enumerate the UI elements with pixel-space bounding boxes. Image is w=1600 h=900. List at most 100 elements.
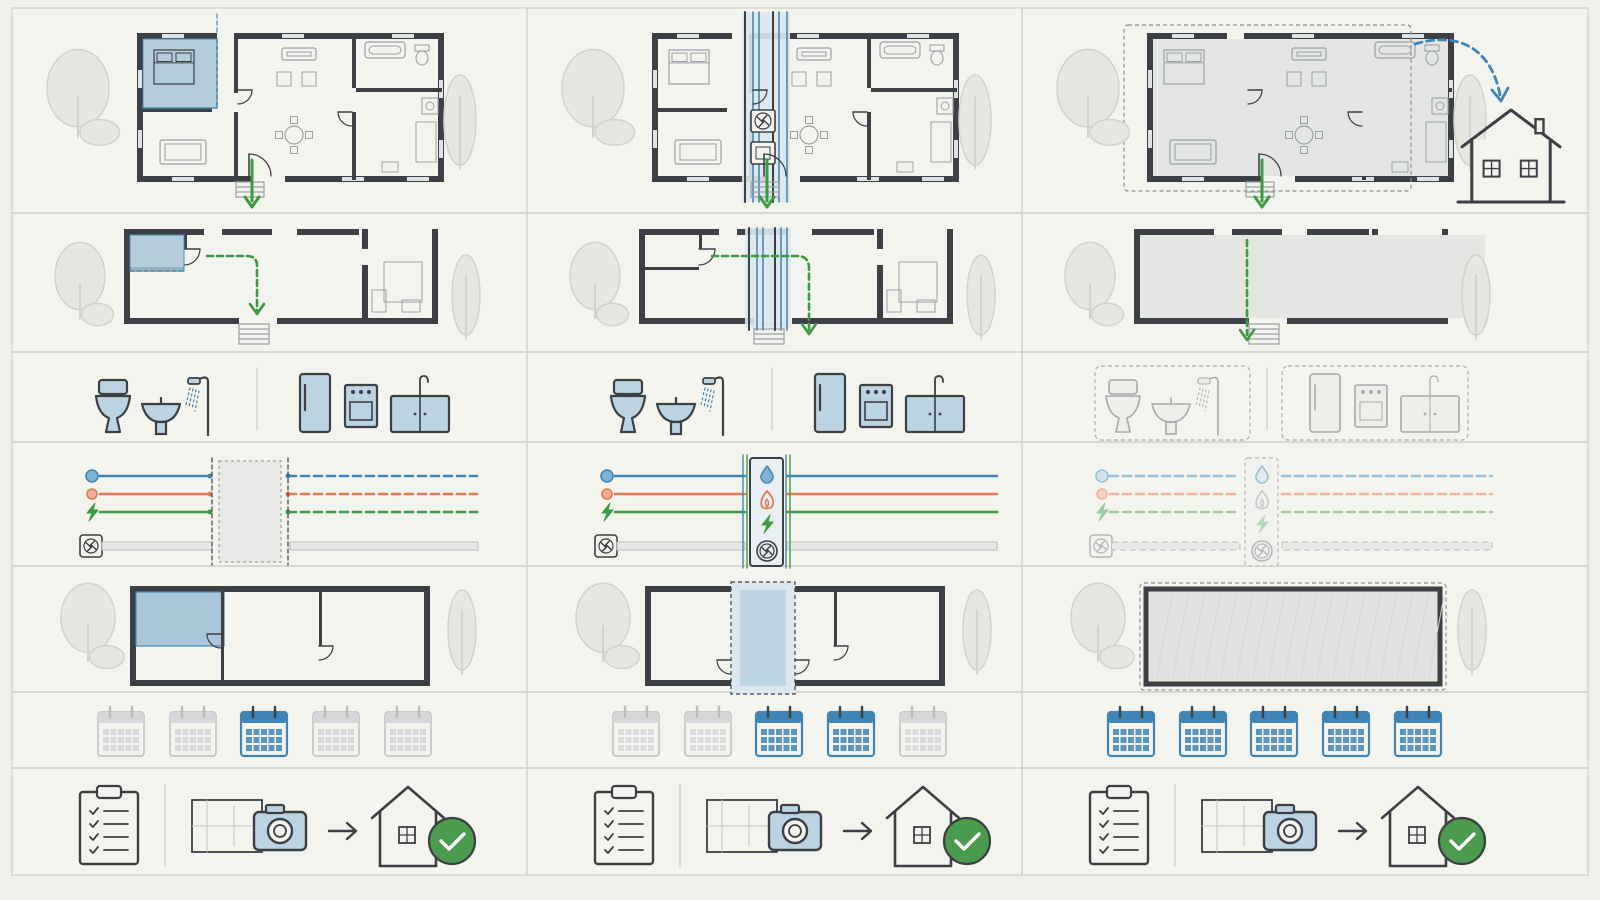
door-swing	[716, 659, 732, 675]
fan-icon	[754, 112, 772, 130]
camera-icon	[1262, 803, 1318, 852]
stove-icon	[858, 383, 894, 429]
tree-icon	[1070, 582, 1135, 670]
tree-icon	[54, 241, 115, 327]
dining-table-icon	[790, 116, 828, 154]
fan-icon	[1254, 543, 1270, 559]
stove-plan-icon	[936, 97, 954, 115]
floor-plan-detail	[561, 11, 992, 209]
door-swing	[337, 111, 353, 127]
utility-lines	[1089, 457, 1494, 567]
tree-icon	[569, 241, 630, 327]
bed-icon	[1163, 49, 1205, 85]
floor-plan-outline	[575, 581, 992, 695]
check-icon	[942, 816, 992, 866]
fan-box	[594, 534, 618, 558]
door-swing	[1347, 111, 1363, 127]
utility-lines	[594, 454, 999, 569]
column-whole-house	[1056, 24, 1566, 868]
stove-plan-icon	[1431, 97, 1449, 115]
fixtures-row	[609, 367, 966, 437]
water-drop-icon	[760, 465, 774, 484]
check-icon	[427, 816, 477, 866]
arrow-right-icon	[842, 821, 873, 841]
schedule-row	[612, 705, 947, 758]
entry-steps	[1245, 181, 1275, 198]
shower-icon	[185, 376, 210, 437]
fan-icon	[598, 538, 614, 554]
door-swing	[752, 89, 768, 105]
shower-icon	[1195, 376, 1219, 436]
toilet-plan-icon	[414, 44, 430, 66]
door-swing	[1247, 89, 1263, 105]
entry-steps	[1248, 323, 1280, 345]
floor-plan-route	[1064, 229, 1491, 345]
bed-icon	[668, 49, 710, 85]
calendar-icon	[826, 705, 876, 758]
door-swing	[794, 659, 810, 675]
calendar-icon	[312, 705, 360, 757]
floor-plan-sheet	[191, 799, 263, 853]
calendar-icon	[1178, 705, 1228, 758]
checklist-flow	[593, 784, 992, 868]
clipboard-icon	[1088, 784, 1150, 866]
toilet-icon	[609, 378, 647, 434]
calendar-icon	[97, 705, 145, 757]
electricity-icon	[761, 514, 774, 534]
electricity-icon	[601, 502, 614, 522]
utility-lines	[79, 457, 479, 566]
fixtures-row	[1094, 365, 1469, 441]
tree-icon	[1056, 48, 1131, 146]
toilet-icon	[94, 378, 132, 434]
door-swing	[852, 111, 868, 127]
gas-flame-icon	[760, 490, 775, 510]
floor-plan-outline	[60, 582, 477, 686]
fridge-icon	[298, 372, 332, 434]
flow-arrow	[758, 158, 776, 209]
electricity-icon	[1256, 514, 1269, 534]
calendar-icon	[384, 705, 432, 757]
water-drop-icon	[1255, 465, 1269, 484]
sofa-icon	[796, 47, 832, 61]
sofa-icon	[281, 47, 317, 61]
calendar-icon	[754, 705, 804, 758]
tree-icon	[443, 74, 477, 170]
door-swing	[183, 248, 201, 266]
service-core-box	[1244, 457, 1279, 567]
entry-steps	[238, 323, 270, 345]
dining-table-icon	[275, 116, 313, 154]
bathtub-icon	[364, 41, 406, 59]
stove-icon	[343, 383, 379, 429]
kitchen-cabinet-icon	[1400, 375, 1460, 433]
flow-arrow	[1253, 158, 1271, 209]
entry-steps	[750, 181, 780, 198]
arrow-right-icon	[1337, 821, 1368, 841]
kitchen-cabinet-icon	[904, 375, 966, 434]
column-service-core	[561, 11, 999, 868]
clipboard-icon	[78, 784, 140, 866]
camera-icon	[767, 803, 823, 852]
sink-icon	[655, 396, 697, 436]
fan-box	[1089, 534, 1113, 558]
fan-icon	[83, 538, 99, 554]
calendar-icon	[1393, 705, 1443, 758]
sofa-icon	[674, 139, 722, 165]
tree-icon	[46, 48, 121, 146]
shower-icon	[700, 376, 725, 437]
floor-plan-detail	[46, 13, 477, 209]
floor-plan-route	[54, 229, 481, 345]
house-icon	[1456, 108, 1566, 204]
clipboard-icon	[593, 784, 655, 866]
fan-icon	[1093, 538, 1109, 554]
toilet-plan-icon	[1424, 44, 1440, 66]
floor-plan-outline	[1070, 582, 1487, 691]
calendar-icon	[1321, 705, 1371, 758]
calendar-icon	[1106, 705, 1156, 758]
tree-icon	[1457, 589, 1487, 675]
floor-plan-detail	[1056, 24, 1566, 209]
sink-icon	[140, 396, 182, 436]
door-swing	[318, 645, 334, 661]
sofa-icon	[1291, 47, 1327, 61]
checklist-flow	[78, 784, 477, 868]
